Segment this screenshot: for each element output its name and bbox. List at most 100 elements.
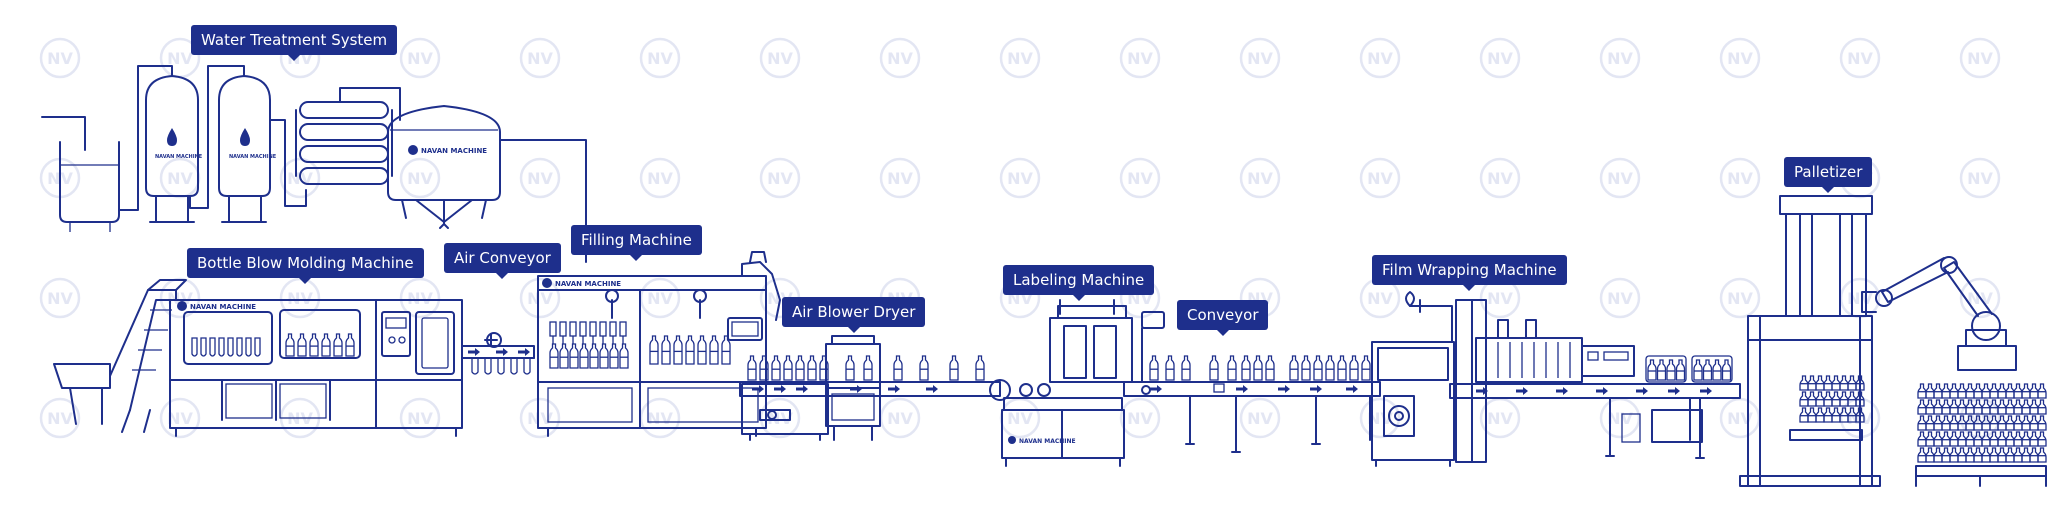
- filling-bottle: [609, 343, 619, 369]
- arrow-icon: [850, 385, 862, 393]
- pallet-bottle: [2013, 431, 2023, 447]
- pallet-bottle: [1831, 407, 1841, 423]
- svg-text:NV: NV: [1607, 169, 1633, 188]
- svg-text:NV: NV: [1127, 169, 1153, 188]
- conveyor-arrows: [752, 385, 1712, 395]
- pallet-bottle: [1855, 407, 1865, 423]
- svg-text:NV: NV: [767, 409, 793, 428]
- packed-bottle: [1675, 359, 1686, 381]
- blown-bottle: [285, 333, 295, 357]
- watermark-logo: [759, 157, 801, 199]
- palletizer: [1739, 195, 2047, 487]
- air-conveyor: [461, 332, 535, 375]
- svg-text:NV: NV: [527, 49, 553, 68]
- watermark-logo: [39, 397, 81, 439]
- svg-text:NV: NV: [887, 169, 913, 188]
- svg-text:NV: NV: [1487, 289, 1513, 308]
- pallet-bottle: [1933, 399, 1943, 415]
- pallet-bottle: [1823, 407, 1833, 423]
- label-labeling-machine: Labeling Machine: [1003, 265, 1155, 301]
- svg-text:NV: NV: [647, 169, 673, 188]
- watermark-logo: [159, 397, 201, 439]
- packed-bottle: [1702, 359, 1713, 381]
- pallet-bottle: [2021, 447, 2031, 463]
- svg-text:NV: NV: [1367, 289, 1393, 308]
- label-film-wrapping-machine: Film Wrapping Machine: [1372, 255, 1567, 291]
- main-conveyor: [739, 355, 1741, 459]
- filling-head: [559, 321, 567, 337]
- arrow-icon: [1236, 385, 1248, 393]
- filter-1-brand: NAVAN MACHINE: [155, 154, 203, 160]
- pallet-bottle: [1823, 391, 1833, 407]
- preform: [209, 337, 216, 357]
- filling-bottle: [619, 343, 629, 369]
- pallet-bottle: [1799, 407, 1809, 423]
- pallet-bottle: [1933, 415, 1943, 431]
- arrow-icon: [1150, 385, 1162, 393]
- watermark-logo: [759, 37, 801, 79]
- labeling-machine: NAVAN MACHINE: [989, 299, 1165, 467]
- conveyor-bottle: [1301, 355, 1311, 381]
- svg-text:NV: NV: [1247, 169, 1273, 188]
- filter-2-brand: NAVAN MACHINE: [229, 154, 277, 160]
- conveyor-bottle: [1289, 355, 1299, 381]
- watermark-logo: [399, 397, 441, 439]
- arrow-icon: [1346, 385, 1358, 393]
- filling-bottle: [685, 335, 695, 365]
- pallet-bottle: [1925, 431, 1935, 447]
- svg-text:NV: NV: [1967, 49, 1993, 68]
- conveyor-bottle: [1227, 355, 1237, 381]
- label-water-treatment-system: Water Treatment System: [191, 25, 398, 61]
- svg-text:NV: NV: [287, 289, 313, 308]
- watermark-logo: [519, 37, 561, 79]
- filling-head: [619, 321, 627, 337]
- pallet-bottle: [1925, 447, 1935, 463]
- pallet-bottle: [1855, 375, 1865, 391]
- pallet-bottle: [1949, 399, 1959, 415]
- blown-bottle: [345, 333, 355, 357]
- svg-text:NV: NV: [767, 49, 793, 68]
- conveyor-bottle: [807, 355, 817, 381]
- robot-arm: [1861, 256, 2017, 371]
- filling-heads: [549, 289, 731, 369]
- svg-text:NV: NV: [1607, 289, 1633, 308]
- arrow-icon: [1700, 387, 1712, 395]
- svg-text:NV: NV: [407, 289, 433, 308]
- pallet-bottle: [2013, 383, 2023, 399]
- svg-text:NV: NV: [887, 49, 913, 68]
- packed-bottle: [1656, 359, 1667, 381]
- filling-machine: NAVAN MACHINE: [537, 251, 781, 437]
- watermark-logo: [999, 157, 1041, 199]
- svg-text:NV: NV: [1487, 169, 1513, 188]
- pallet-bottle: [2005, 447, 2015, 463]
- bottle-blow-molding-machine: NAVAN MACHINE: [53, 279, 463, 437]
- svg-text:NV: NV: [167, 409, 193, 428]
- packed-bottle: [1712, 359, 1722, 381]
- conveyor-bottle: [1149, 355, 1159, 381]
- pallet-bottle: [1815, 375, 1825, 391]
- pallet-bottle: [2021, 399, 2031, 415]
- pallet-bottle: [1957, 383, 1967, 399]
- preform: [254, 337, 261, 357]
- pallet-bottle: [1941, 383, 1951, 399]
- svg-text:NV: NV: [1847, 49, 1873, 68]
- pallet-bottle: [2013, 415, 2023, 431]
- conveyor-bottle: [795, 355, 805, 381]
- watermark-logo: [1359, 37, 1401, 79]
- pallet-bottle: [1957, 447, 1967, 463]
- watermark-logo: [1359, 157, 1401, 199]
- pallet-bottle: [1807, 375, 1817, 391]
- pallet-bottle: [1847, 375, 1857, 391]
- svg-text:NV: NV: [1727, 289, 1753, 308]
- pallet-bottle: [2029, 431, 2039, 447]
- watermark-logo: [1479, 37, 1521, 79]
- svg-text:NV: NV: [1607, 49, 1633, 68]
- conveyor-bottle: [1209, 355, 1219, 381]
- packed-bottle: [1647, 359, 1657, 381]
- pallet-bottle: [2029, 383, 2039, 399]
- preform: [218, 337, 225, 357]
- pallet-bottle: [1925, 399, 1935, 415]
- arrow-icon: [1516, 387, 1528, 395]
- label-air-conveyor: Air Conveyor: [444, 243, 561, 279]
- svg-text:NV: NV: [47, 289, 73, 308]
